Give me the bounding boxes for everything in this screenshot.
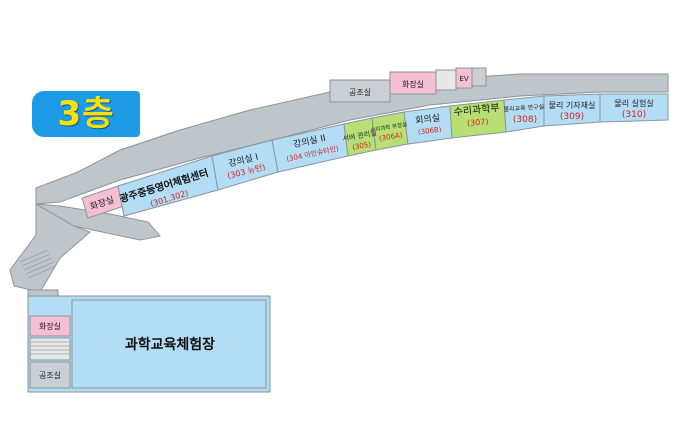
room-308-name: 물리교육 연구실 — [503, 103, 544, 114]
north-stairs — [435, 69, 457, 91]
hvac-south-box[interactable] — [29, 361, 71, 389]
room-305-number: (305) — [352, 140, 372, 151]
restroom-north-label: 화장실 — [402, 79, 424, 89]
room-309-number: (309) — [560, 112, 584, 122]
science-hall-label: 과학교육체험장 — [125, 336, 215, 353]
restroom-south-box[interactable] — [29, 315, 71, 337]
hvac-south-label: 공조실 — [39, 370, 61, 380]
room-310-number: (310) — [622, 110, 646, 120]
hall-link — [27, 289, 59, 297]
room-306b-number: (306B) — [418, 126, 443, 137]
room-306a-number: (306A) — [378, 131, 403, 143]
floor-label: 3층 — [57, 94, 115, 134]
room-310-name: 물리 실험실 — [614, 98, 653, 108]
hvac-north-label: 공조실 — [349, 87, 371, 97]
room-310-box[interactable] — [599, 93, 669, 123]
room-308-box[interactable] — [503, 95, 545, 133]
room-306b-name: 회의실 — [415, 113, 441, 127]
south-stairs — [29, 337, 71, 361]
elevator-label: EV — [459, 75, 468, 83]
restroom-south-label: 화장실 — [39, 321, 61, 331]
room-307-name: 수리과학부 — [453, 102, 500, 119]
room-308-number: (308) — [513, 115, 537, 125]
room-309-name: 물리 기자재실 — [549, 100, 596, 110]
west-wing — [9, 203, 161, 293]
west-stairs — [19, 249, 57, 279]
floor-badge: 3층 — [32, 91, 140, 137]
room-science-hall[interactable] — [71, 299, 267, 389]
room-307-number: (307) — [467, 117, 489, 128]
